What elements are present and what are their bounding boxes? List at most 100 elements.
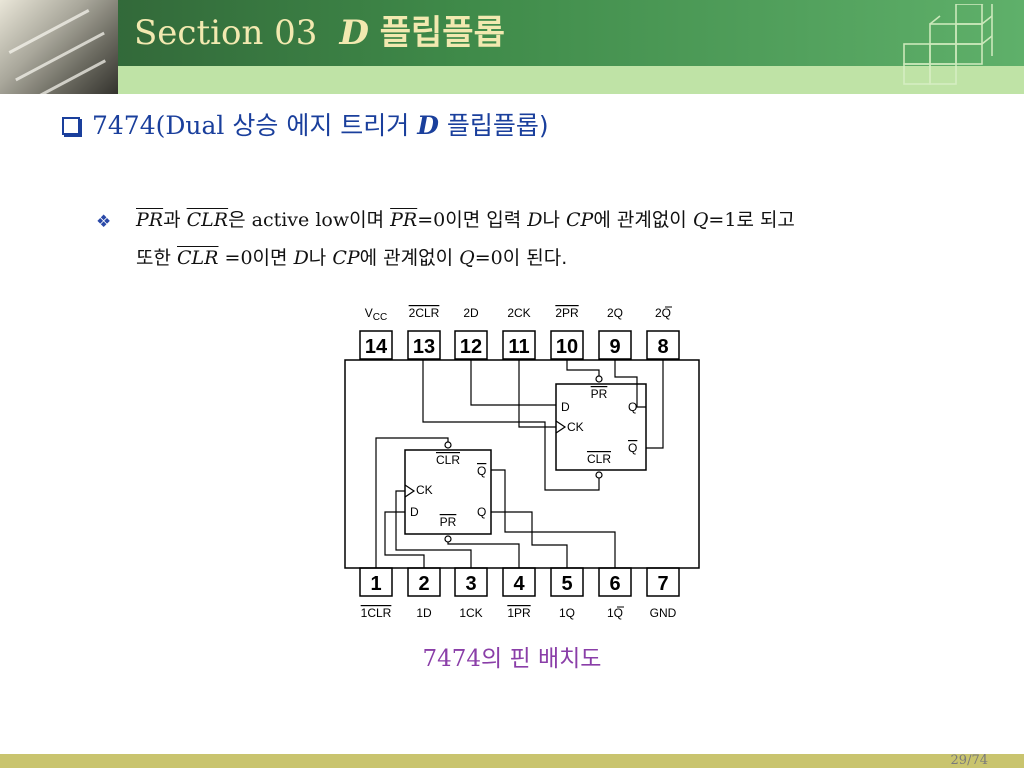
- ff1-q-label: Q: [477, 505, 486, 519]
- pin-number: 7: [657, 573, 668, 595]
- pin-diagram: 14VCC132CLR122D112CK102PR92Q82Q11CLR21D3…: [344, 306, 700, 620]
- ff1-clr-label: CLR: [436, 453, 460, 467]
- title-variable: D: [339, 13, 369, 53]
- bottom-pin-2: 2 1D: [407, 567, 441, 620]
- pin-number: 11: [508, 336, 529, 358]
- header-photo: [0, 0, 118, 94]
- page-number: 29/74: [950, 753, 988, 768]
- pin-label: 1Q: [607, 606, 623, 620]
- slide-header: Section 03 D 플립플롭: [0, 0, 1024, 94]
- blocks-icon: [903, 4, 993, 85]
- pin-number: 10: [556, 336, 578, 358]
- var-cp-2: CP: [332, 247, 360, 269]
- text-eq0-3: =0: [474, 247, 503, 269]
- pin-number: 8: [657, 336, 668, 358]
- title-korean: 플립플롭: [379, 13, 505, 53]
- section-label: Section 03: [134, 13, 318, 53]
- pin-label: 2CK: [507, 306, 530, 320]
- text-eun: 은: [228, 209, 246, 231]
- checkbox-bullet-icon: [62, 117, 80, 135]
- heading-suffix: 플립플롭): [446, 111, 549, 140]
- ff1-qbar-label: Q: [477, 464, 486, 478]
- top-pin-12: 12 2D: [454, 306, 488, 360]
- var-q-2: Q: [459, 247, 475, 269]
- caption-number: 7474: [422, 646, 482, 672]
- pin-label: 2PR: [555, 306, 579, 320]
- pin-number: 6: [609, 573, 620, 595]
- bottom-pin-1: 1 1CLR: [359, 567, 393, 620]
- diamond-bullet-icon: ❖: [96, 212, 112, 232]
- flip-flop-lower: [404, 449, 492, 535]
- ff2-q-label: Q: [628, 400, 637, 414]
- clr-overline: CLR: [186, 209, 229, 231]
- text-active-low: active low: [251, 209, 350, 231]
- pin-number: 4: [513, 573, 525, 595]
- pin-label: 1CLR: [361, 606, 392, 620]
- pr-overline-2: PR: [390, 209, 418, 231]
- ff2-clr-label: CLR: [587, 452, 611, 466]
- top-pin-14: 14 VCC: [359, 306, 393, 360]
- ff1-d-label: D: [410, 505, 419, 519]
- top-pin-13: 13 2CLR: [407, 306, 441, 360]
- pr-overline: PR: [136, 209, 164, 231]
- pin-number: 13: [413, 336, 435, 358]
- pin-number: 9: [609, 336, 620, 358]
- ic-body: [344, 359, 700, 569]
- pin-label: 1PR: [507, 606, 531, 620]
- ff1-pr-label: PR: [440, 515, 457, 529]
- caption-text: 의 핀 배치도: [481, 646, 602, 672]
- top-pin-11: 11 2CK: [502, 306, 536, 360]
- pin-number: 1: [370, 573, 381, 595]
- text-gwangye: 에 관계없이: [593, 209, 687, 231]
- text-eq0-2: =0: [224, 247, 253, 269]
- pin-label: 1Q: [559, 606, 575, 620]
- pin-number: 12: [460, 336, 482, 358]
- pin-number: 3: [465, 573, 476, 595]
- pin-number: 5: [561, 573, 572, 595]
- var-q: Q: [692, 209, 709, 231]
- bullet-line-2: 또한 CLR =0이면 D나 CP에 관계없이 Q=0이 된다.: [136, 246, 567, 270]
- bullet-line-1: PR과 CLR은 active low이며 PR=0이면 입력 D나 CP에 관…: [136, 208, 795, 232]
- diagram-caption: 7474의 핀 배치도: [0, 644, 1024, 674]
- top-pin-8: 82Q: [646, 306, 680, 360]
- text-na: 나: [542, 209, 560, 231]
- pin-number: 14: [365, 336, 388, 358]
- pin-label: VCC: [365, 306, 387, 323]
- pin-label: 2CLR: [409, 306, 440, 320]
- pin-number: 2: [418, 573, 429, 595]
- footer-bar: [0, 754, 1024, 768]
- var-d-2: D: [293, 247, 309, 269]
- heading: 7474(Dual 상승 에지 트리거 D 플립플롭): [62, 108, 549, 144]
- header-strip: [118, 66, 1024, 94]
- text-ro-doego: 로 되고: [736, 209, 795, 231]
- var-d: D: [527, 209, 543, 231]
- bottom-pin-6: 6 1Q: [598, 567, 632, 620]
- text-eq0: =0: [417, 209, 446, 231]
- text-imyeo: 이며: [349, 209, 385, 231]
- bottom-pin-3: 3 1CK: [454, 567, 488, 620]
- ff2-ck-label: CK: [567, 420, 584, 434]
- text-eq1: =1: [708, 209, 737, 231]
- text-imyeon-ipryeok: 이면 입력: [445, 209, 522, 231]
- text-gwa: 과: [163, 209, 181, 231]
- text-imyeon: 이면: [252, 247, 288, 269]
- ff2-qbar-label: Q: [628, 441, 637, 455]
- slide-title: Section 03 D 플립플롭: [134, 8, 505, 58]
- wiring: [375, 360, 664, 568]
- pin-label: 1D: [416, 606, 432, 620]
- heading-variable: D: [417, 111, 439, 140]
- heading-prefix: 7474(Dual: [92, 111, 225, 140]
- ff1-ck-label: CK: [416, 483, 433, 497]
- bottom-pin-4: 4 1PR: [502, 567, 536, 620]
- pin-label: 1CK: [459, 606, 482, 620]
- bottom-pin-5: 5 1Q: [550, 567, 584, 620]
- top-pin-10: 10 2PR: [550, 306, 584, 360]
- pin-label: 2D: [463, 306, 479, 320]
- text-na-2: 나: [308, 247, 327, 269]
- pin-label: GND: [650, 606, 677, 620]
- text-i-doenda: 이 된다.: [502, 247, 568, 269]
- text-gwangye-2: 에 관계없이: [359, 247, 454, 269]
- clr-overline-3: CLR: [177, 247, 219, 269]
- ff2-d-label: D: [561, 400, 570, 414]
